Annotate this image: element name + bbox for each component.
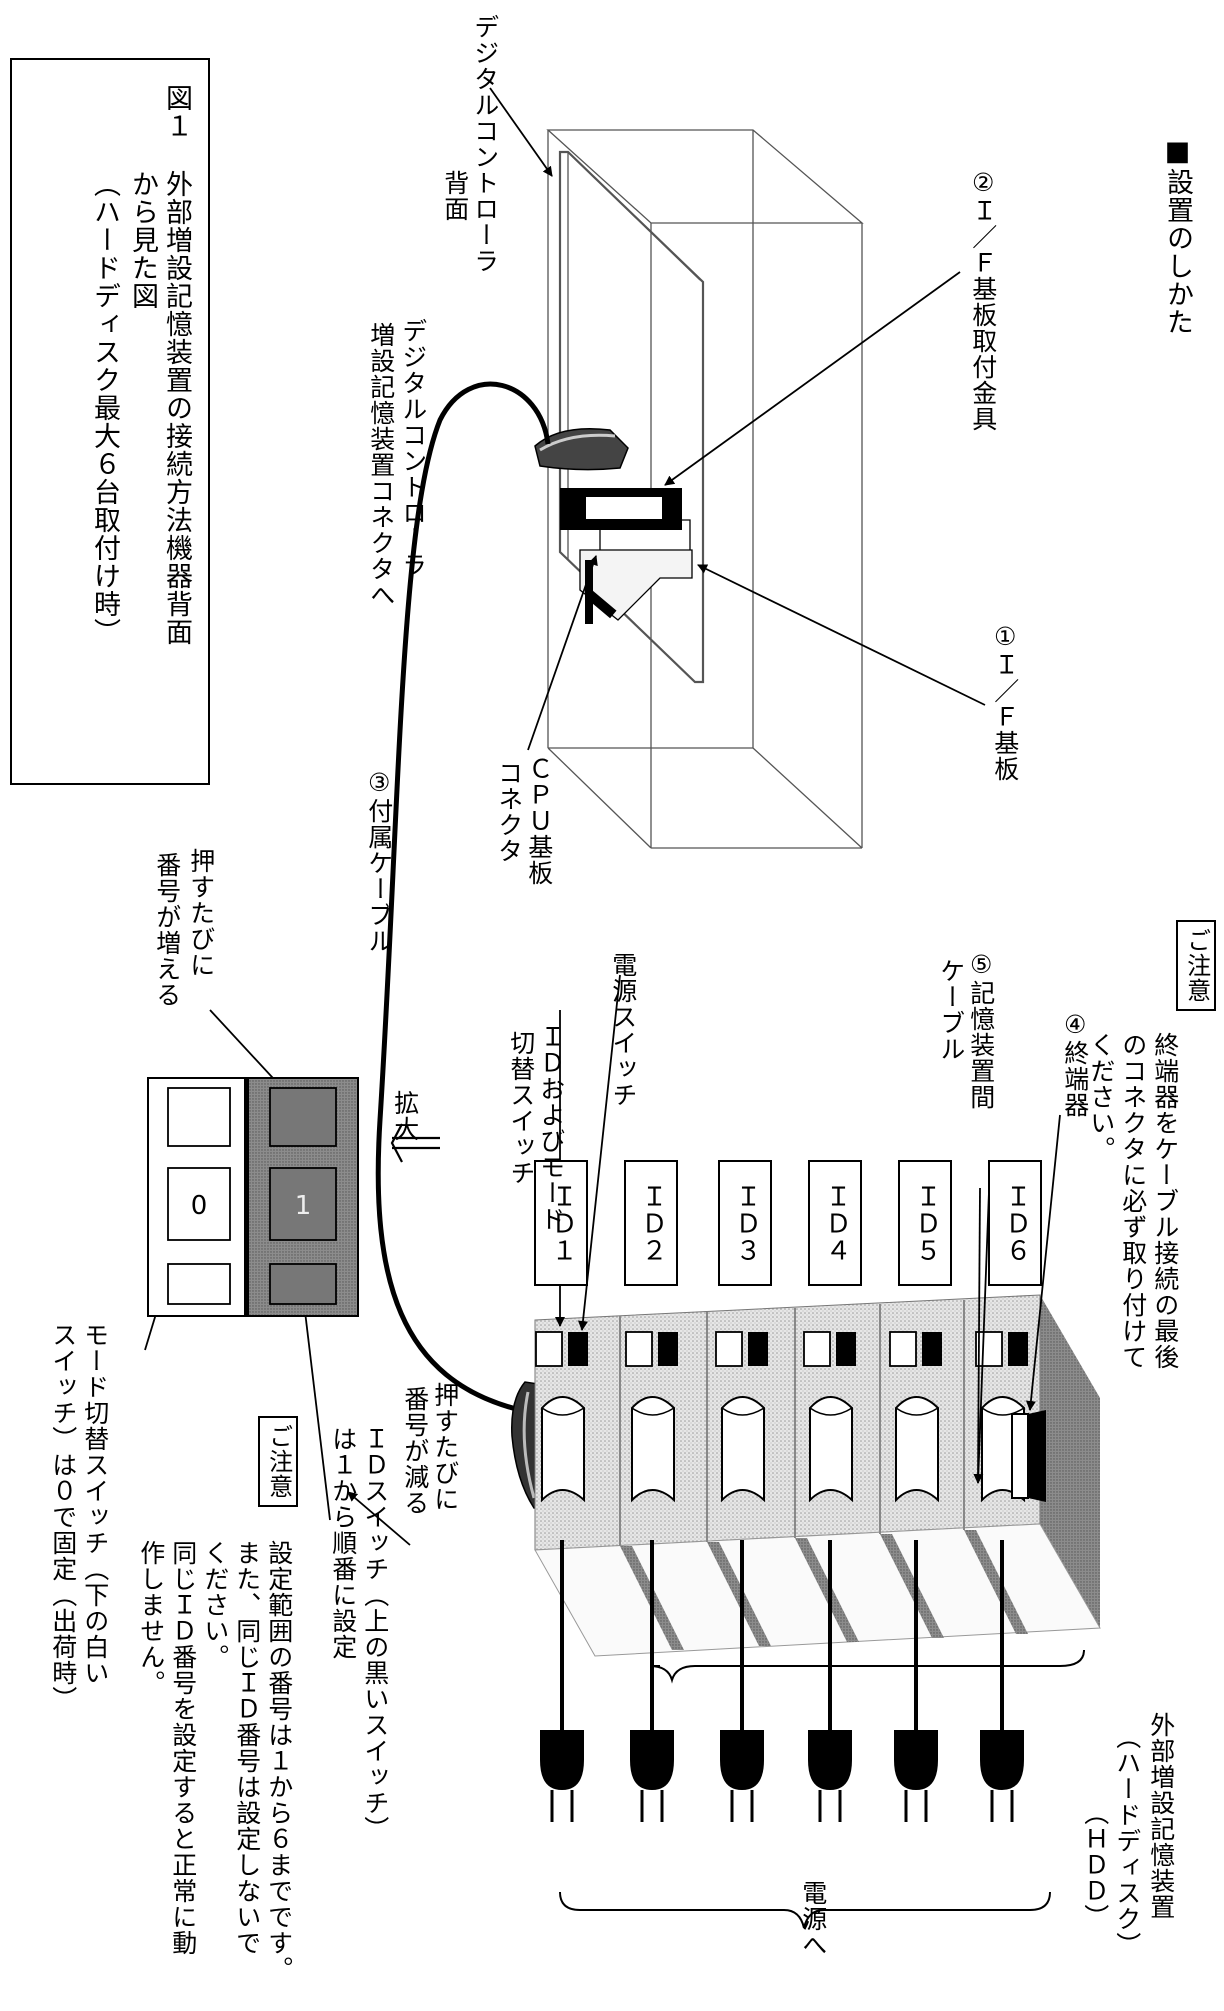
power-plug-1	[540, 1730, 584, 1790]
label-controller-back-1: デジタルコントローラ	[470, 14, 500, 274]
label-decrease-1: 押すたびに	[430, 1382, 460, 1512]
note-1-line-1: 終端器をケーブル接続の最後	[1150, 1032, 1180, 1370]
storage-cable-leader	[977, 1187, 981, 1479]
note-2-line-1: 設定範囲の番号は１から６までです。	[264, 1540, 294, 1982]
label-decrease-2: 番号が減る	[400, 1386, 430, 1516]
label-terminator: ④終端器	[1060, 1010, 1090, 1118]
mode-switch-5	[889, 1331, 917, 1367]
id-switch-5	[922, 1332, 942, 1366]
mode-switch-4	[803, 1331, 831, 1367]
label-enlarge: 拡大	[390, 1090, 420, 1142]
note-2-line-3: ください。	[200, 1540, 230, 1670]
note-1-line-3: ください。	[1086, 1032, 1116, 1162]
figure-caption-box: 図１ 外部増設記憶装置の接続方法機器背面 から見た図 （ハードディスク最大６台取…	[10, 58, 210, 785]
id-label-box-3: ＩＤ３	[718, 1160, 772, 1286]
enlarge-arrow	[390, 1123, 440, 1163]
mode-switch-2	[625, 1331, 653, 1367]
label-id-mode-switch-2: 切替スイッチ	[506, 1030, 536, 1186]
label-increase-2: 番号が増える	[152, 852, 182, 1008]
note-2-title: ご注意	[258, 1416, 298, 1507]
hdd-connector-3	[721, 1396, 765, 1503]
id-label-box-4: ＩＤ４	[808, 1160, 862, 1286]
controller-ext-connector	[534, 427, 629, 471]
label-id-switch-note-1: ＩＤスイッチ（上の黒いスイッチ）	[360, 1426, 390, 1842]
mode-switch-3	[715, 1331, 743, 1367]
figure-caption-line-2: から見た図	[127, 170, 158, 310]
note-2-line-2: また、同じＩＤ番号は設定しないで	[232, 1540, 262, 1956]
brace-power	[559, 1891, 1051, 1929]
note-1-line-2: のコネクタに必ず取り付けて	[1118, 1032, 1148, 1370]
figure-number: 図１	[161, 84, 192, 140]
note-2-line-4: 同じＩＤ番号を設定すると正常に動	[168, 1540, 198, 1956]
power-plug-3	[720, 1730, 764, 1790]
label-storage-cable-2: ケーブル	[936, 958, 966, 1062]
label-ext-connector-2: 増設記憶装置コネクタへ	[366, 322, 396, 608]
id-switch-3	[748, 1332, 768, 1366]
label-to-power: 電源へ	[798, 1880, 828, 1958]
label-cpu-connector-1: ＣＰＵ基板	[524, 756, 554, 886]
id-label-box-5: ＩＤ５	[898, 1160, 952, 1286]
id-label-box-6: ＩＤ６	[988, 1160, 1042, 1286]
hdd-connector-4	[809, 1396, 853, 1503]
label-if-bracket: ②Ｉ／Ｆ基板取付金具	[968, 168, 998, 432]
section-title: ■設置のしかた	[1162, 136, 1194, 336]
hdd-connector-5	[895, 1396, 939, 1503]
switch-panel-enlarged: 1 0	[147, 1077, 359, 1317]
figure-caption-line-1: 外部増設記憶装置の接続方法機器背面	[161, 170, 192, 646]
figure-caption-line-3: （ハードディスク最大６台取付け時）	[89, 170, 120, 646]
id-label-box-2: ＩＤ２	[624, 1160, 678, 1286]
note-2-line-5: 作しません。	[136, 1540, 166, 1696]
hdd-units	[535, 1187, 1028, 1822]
id-label-box-1: ＩＤ１	[534, 1160, 588, 1286]
mode-switch-6	[975, 1331, 1003, 1367]
power-plug-2	[630, 1730, 674, 1790]
label-ext-connector-1: デジタルコントローラ	[398, 318, 428, 578]
brace-hdd	[649, 1649, 1085, 1684]
power-plug-6	[980, 1730, 1024, 1790]
label-hdd-2: （ハードディスク）	[1112, 1724, 1142, 1958]
id-switch-4	[836, 1332, 856, 1366]
included-cable	[375, 381, 551, 1413]
label-controller-back-2: 背面	[440, 170, 470, 222]
power-plug-5	[894, 1730, 938, 1790]
label-hdd-1: 外部増設記憶装置	[1146, 1712, 1176, 1920]
label-id-mode-switch-1: ＩＤおよびモード	[536, 1024, 566, 1232]
id-switch-1	[568, 1332, 588, 1366]
label-if-board: ①Ｉ／Ｆ基板	[990, 622, 1020, 782]
power-plug-4	[808, 1730, 852, 1790]
label-mode-switch-note-2: スイッチ）は０で固定（出荷時）	[48, 1322, 78, 1712]
label-cpu-connector-2: コネクタ	[494, 760, 524, 864]
mode-switch-value: 0	[191, 1191, 208, 1221]
note-1-title: ご注意	[1176, 920, 1216, 1011]
id-switch-6	[1008, 1332, 1028, 1366]
label-mode-switch-note-1: モード切替スイッチ（下の白い	[80, 1322, 110, 1686]
label-power-switch: 電源スイッチ	[608, 952, 638, 1108]
label-id-switch-note-2: は１から順番に設定	[328, 1426, 358, 1660]
if-board	[579, 519, 693, 624]
terminator	[1011, 1410, 1046, 1502]
hdd-connector-1	[541, 1396, 585, 1503]
hdd-connector-2	[631, 1396, 675, 1503]
label-included-cable: ③付属ケーブル	[364, 768, 394, 954]
label-increase-1: 押すたびに	[186, 848, 216, 978]
mode-switch-1	[535, 1331, 563, 1367]
controller-box	[546, 129, 864, 849]
id-switch-value: 1	[295, 1191, 312, 1221]
if-bracket	[560, 488, 682, 530]
label-hdd-3: （ＨＤＤ）	[1080, 1800, 1110, 1930]
id-switch-2	[658, 1332, 678, 1366]
label-storage-cable-1: ⑤記憶装置間	[966, 950, 996, 1110]
